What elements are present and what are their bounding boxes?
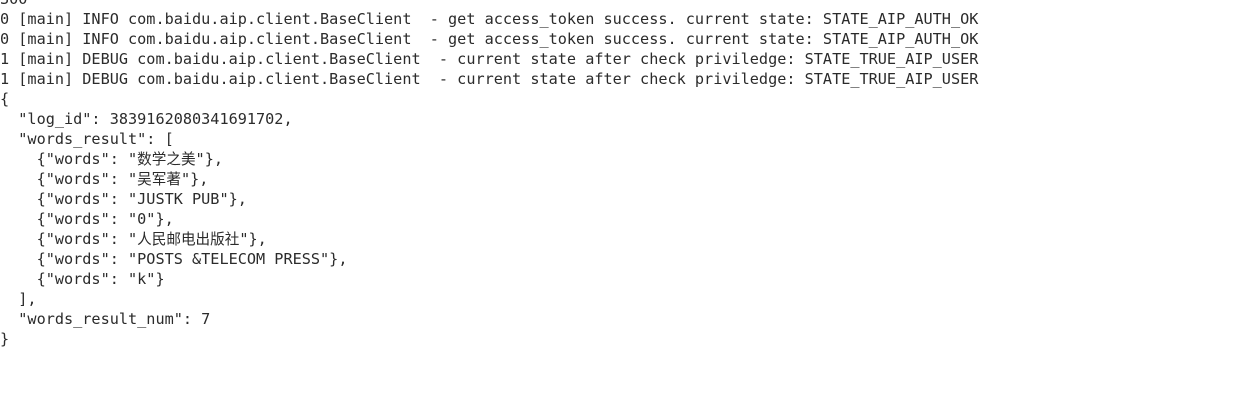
json-word-value-5: 人民邮电出版社 (137, 231, 240, 248)
console-line-json-words-result-num: "words_result_num": 7 (0, 310, 211, 328)
console-line-json-word-3: {"words": "JUSTK PUB"}, (0, 190, 247, 208)
json-word-suffix-5: "}, (239, 230, 267, 248)
json-word-value-1: 数学之美 (137, 151, 196, 168)
console-line-truncated-status-code: 300 (0, 0, 1240, 9)
console-line-json-word-6: {"words": "POSTS &TELECOM PRESS"}, (0, 250, 348, 268)
json-word-value-2: 吴军著 (137, 171, 181, 188)
console-line-json-log-id: "log_id": 3839162080341691702, (0, 110, 293, 128)
console-line-json-word-4: {"words": "0"}, (0, 210, 174, 228)
console-line-json-word-1: {"words": "数学之美"}, (0, 149, 1240, 169)
console-line-log-debug-2: 1 [main] DEBUG com.baidu.aip.client.Base… (0, 70, 979, 88)
console-text-area[interactable]: 300 0 [main] INFO com.baidu.aip.client.B… (0, 0, 1240, 349)
console-line-log-debug-1: 1 [main] DEBUG com.baidu.aip.client.Base… (0, 50, 979, 68)
json-word-suffix-2: "}, (180, 170, 209, 188)
console-line-log-info-2: 0 [main] INFO com.baidu.aip.client.BaseC… (0, 30, 979, 48)
json-word-prefix-5: {"words": " (0, 230, 138, 248)
console-line-json-close-brace: } (0, 330, 10, 348)
console-line-json-word-7: {"words": "k"} (0, 270, 165, 288)
console-line-json-words-result-close: ], (0, 290, 37, 308)
json-word-prefix-1: {"words": " (0, 150, 138, 168)
json-word-prefix-2: {"words": " (0, 170, 138, 188)
console-line-log-info-1: 0 [main] INFO com.baidu.aip.client.BaseC… (0, 10, 979, 28)
console-line-json-word-5: {"words": "人民邮电出版社"}, (0, 229, 1240, 249)
console-line-json-word-2: {"words": "吴军著"}, (0, 169, 1240, 189)
console-line-json-open-brace: { (0, 90, 10, 108)
json-word-suffix-1: "}, (195, 150, 223, 168)
console-line-json-words-result-open: "words_result": [ (0, 130, 174, 148)
